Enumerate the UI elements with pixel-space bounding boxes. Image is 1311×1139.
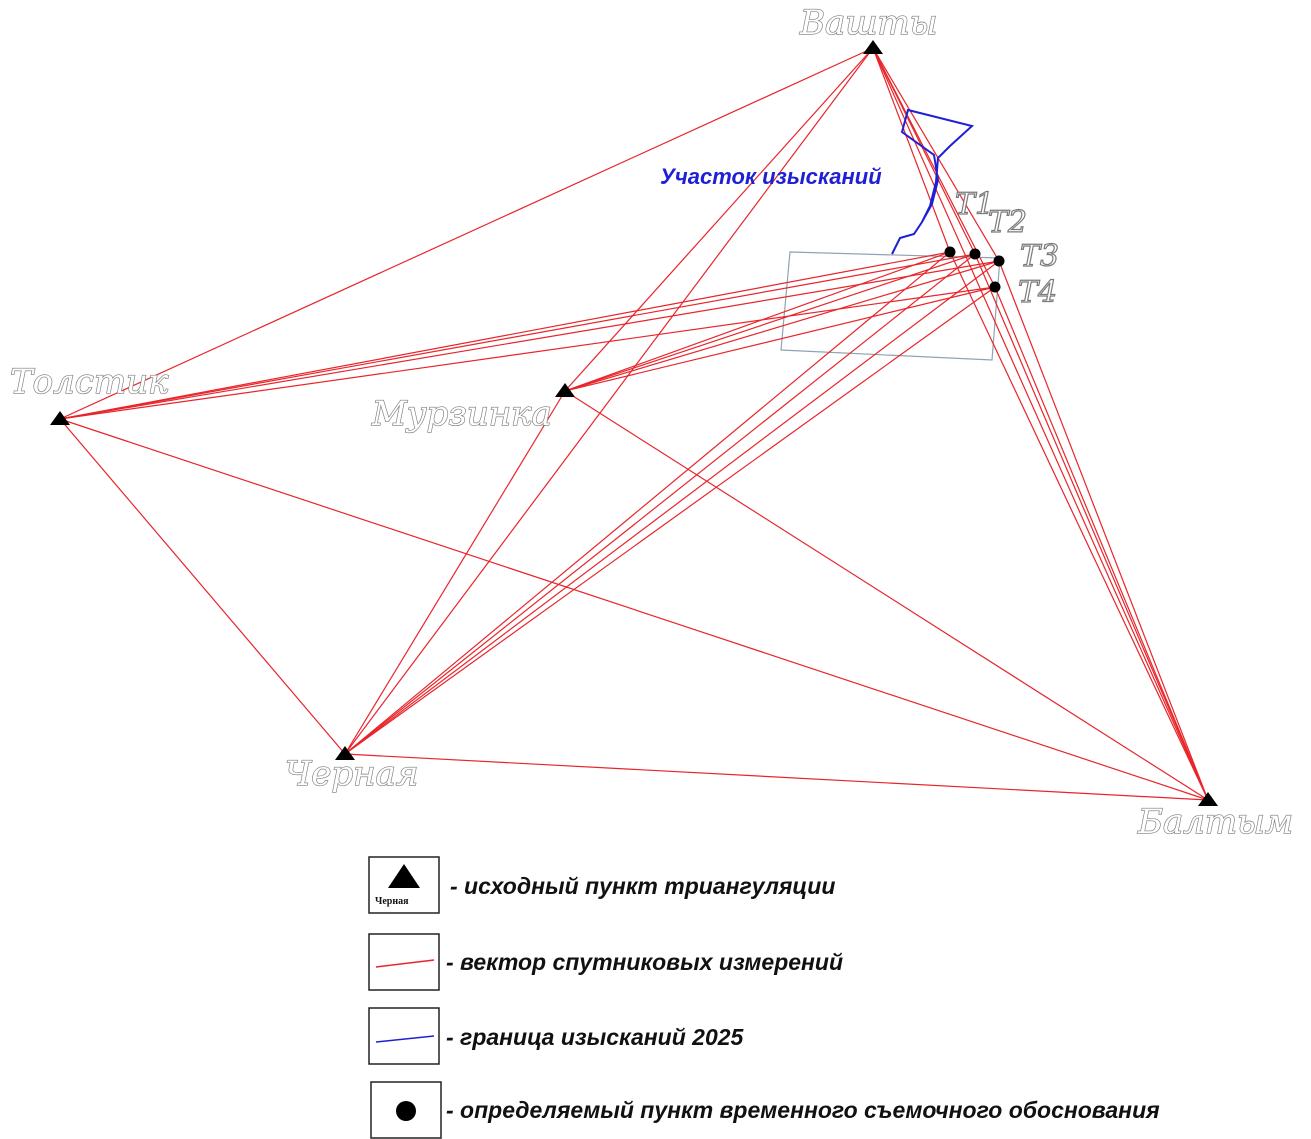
legend-text: - граница изысканий 2025 (446, 1024, 745, 1050)
vector-vashty-tolstik (59, 47, 874, 420)
station-label: Вашты (799, 3, 937, 43)
triangle-icon (50, 411, 70, 425)
dot-icon (993, 255, 1005, 267)
vector-vashty-baltym (872, 47, 1209, 801)
blue-line-icon (375, 1035, 435, 1043)
triangle-icon (863, 40, 883, 54)
vector-murzinka-t1 (564, 251, 951, 392)
legend-box (368, 933, 440, 991)
triangle-icon (388, 864, 420, 888)
point-t3: Т3 (993, 238, 1060, 275)
vector-tolstik-baltym (59, 418, 1209, 801)
vector-murzinka-baltym (564, 390, 1209, 801)
vector-vashty-t3 (872, 47, 1000, 262)
triangle-icon (335, 746, 355, 760)
vector-tolstik-t2 (59, 253, 976, 420)
vector-tolstik-chernaya (59, 418, 346, 755)
station-label: Толстик (10, 362, 169, 402)
survey-area-label: Участок изысканий (660, 164, 882, 189)
legend-caption: Черная (375, 896, 409, 907)
dot-icon (969, 248, 981, 260)
vector-layer (59, 47, 1209, 801)
vector-tolstik-t1 (59, 251, 951, 420)
station-label: Балтым (1137, 802, 1293, 842)
point-t2: Т2 (969, 204, 1028, 260)
vector-vashty-chernaya (344, 47, 874, 755)
vector-chernaya-t2 (344, 253, 976, 755)
point-t1: Т1 (944, 186, 995, 258)
point-t4: Т4 (989, 274, 1058, 311)
vector-vashty-t1 (872, 47, 951, 253)
station-baltym: Балтым (1136, 792, 1294, 843)
vector-baltym-t1 (949, 251, 1209, 801)
station-chernaya: Черная (284, 746, 419, 795)
triangle-icon (1198, 792, 1218, 806)
dot-icon (396, 1101, 416, 1121)
station-murzinka: Мурзинка (370, 383, 575, 435)
dot-icon (989, 281, 1001, 293)
vector-tolstik-t3 (59, 260, 1000, 420)
vector-murzinka-t4 (564, 286, 996, 392)
vector-murzinka-chernaya (344, 390, 566, 755)
survey-boundary (891, 108, 975, 255)
point-label: Т1 (955, 187, 994, 222)
legend-item-station: Черная - исходный пункт триангуляции (368, 856, 835, 914)
vector-vashty-t4 (872, 47, 996, 288)
legend-text: - вектор спутниковых измерений (446, 949, 843, 975)
legend-text: - определяемый пункт временного съемочно… (446, 1097, 1160, 1123)
vector-baltym-t3 (998, 260, 1209, 801)
vector-murzinka-t3 (564, 260, 1000, 392)
station-tolstik: Толстик (9, 361, 170, 425)
vector-baltym-t2 (974, 253, 1209, 801)
legend-item-point: - определяемый пункт временного съемочно… (370, 1081, 1160, 1139)
legend: Черная - исходный пункт триангуляции - в… (368, 856, 1160, 1139)
triangle-icon (555, 383, 575, 397)
vector-chernaya-t3 (344, 260, 1000, 755)
legend-item-vector: - вектор спутниковых измерений (368, 933, 843, 991)
station-label: Черная (285, 754, 418, 794)
legend-text: - исходный пункт триангуляции (450, 873, 835, 899)
point-label: Т2 (988, 205, 1027, 240)
station-label: Мурзинка (371, 394, 552, 434)
vector-chernaya-t4 (344, 286, 996, 755)
dot-icon (944, 246, 956, 258)
vector-chernaya-t1 (344, 251, 951, 755)
vector-vashty-murzinka (564, 47, 874, 392)
point-label: Т4 (1018, 275, 1057, 310)
red-line-icon (375, 959, 435, 968)
point-label: Т3 (1020, 239, 1059, 274)
station-vashty: Вашты (798, 2, 938, 54)
vector-baltym-t4 (994, 286, 1209, 801)
vector-chernaya-baltym (344, 753, 1209, 801)
legend-item-boundary: - граница изысканий 2025 (368, 1007, 745, 1065)
map-frame (780, 251, 1001, 361)
vector-murzinka-t2 (564, 253, 976, 392)
